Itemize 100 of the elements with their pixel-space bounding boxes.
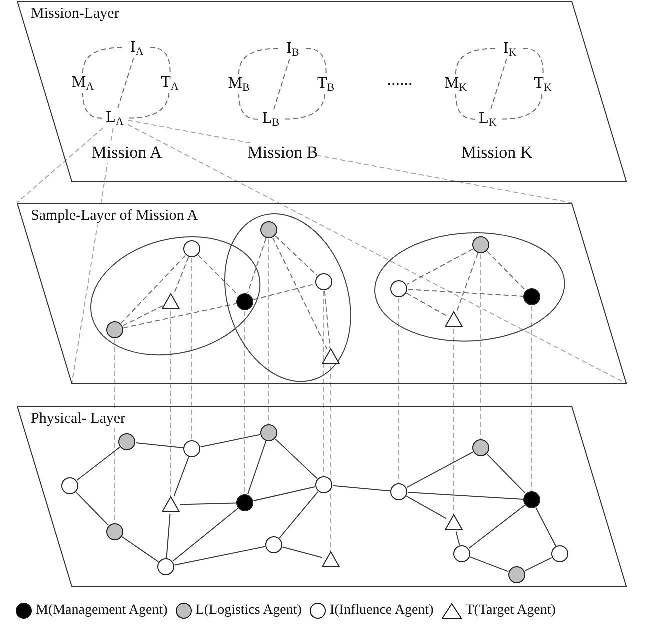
layer-plane (17, 406, 627, 587)
dashed-link (150, 47, 171, 74)
agent-triangle (445, 514, 463, 532)
dashed-link (500, 94, 543, 120)
role-label: M$_{B}$ (226, 74, 252, 94)
dashed-link (82, 47, 124, 74)
dashed-link (174, 256, 190, 294)
link-line (200, 434, 261, 448)
link-line (275, 438, 318, 480)
dashed-link (253, 284, 316, 300)
link-line (456, 531, 460, 546)
group-ellipse (374, 232, 566, 342)
agent-circle (472, 439, 490, 457)
agent-circle (390, 280, 408, 298)
layer-title: Physical- Layer (31, 410, 126, 428)
dashed-link (272, 238, 328, 350)
dashed-link (406, 292, 447, 316)
role-label: T$_{B}$ (313, 74, 339, 94)
link-line (536, 508, 556, 546)
link-line (180, 502, 236, 506)
dashed-link (72, 128, 114, 384)
legend-text: M(Management Agent) (36, 603, 168, 619)
dashed-link (275, 236, 318, 276)
link-line (174, 546, 266, 566)
dashed-link (306, 48, 327, 74)
dashed-link (490, 58, 508, 110)
dashed-link (330, 366, 332, 552)
link-line (524, 557, 552, 572)
legend-text: T(Target Agent) (466, 603, 556, 619)
dashed-link (118, 58, 134, 108)
dashed-link (238, 94, 258, 120)
dashed-link (247, 238, 267, 294)
link-line (76, 492, 110, 526)
link-line (253, 486, 316, 502)
dashed-link (16, 128, 104, 204)
agent-triangle (444, 310, 463, 329)
dashed-link (238, 48, 280, 74)
dashed-link (120, 255, 186, 324)
agent-circle (236, 293, 254, 311)
link-line (172, 508, 238, 562)
legend-text: L(Logistics Agent) (196, 603, 302, 619)
dashed-link (456, 48, 498, 74)
link-line (76, 447, 120, 481)
role-label: L$_{A}$ (102, 108, 128, 128)
link-line (247, 441, 267, 495)
dashed-link (407, 289, 524, 297)
agent-circle (260, 220, 278, 239)
agent-circle (551, 545, 569, 563)
dashed-link (406, 248, 474, 286)
agent-circle (260, 424, 278, 442)
link-line (166, 513, 171, 559)
link-line (406, 496, 447, 520)
link-line (468, 505, 526, 549)
agent-circle (183, 440, 201, 458)
dashed-link (244, 310, 246, 494)
agent-circle (508, 566, 526, 584)
agent-circle (314, 272, 333, 291)
agent-circle (157, 558, 175, 576)
link-line (332, 485, 391, 492)
dashed-link (274, 58, 290, 110)
dashed-link (268, 238, 270, 424)
layer-title: Mission-Layer (31, 5, 120, 23)
dashed-link (456, 94, 476, 120)
mission-label: Mission A (92, 143, 162, 163)
agent-circle (236, 494, 254, 512)
dashed-link (284, 94, 326, 120)
agent-circle (523, 491, 541, 509)
dashed-link (198, 254, 240, 296)
dashed-link (122, 306, 164, 326)
link-line (406, 452, 474, 488)
agent-circle (390, 483, 408, 501)
dashed-link (123, 303, 237, 329)
agent-circle (522, 288, 541, 306)
role-label: I$_{B}$ (280, 39, 306, 59)
agent-circle (106, 320, 124, 339)
group-ellipse (224, 213, 352, 383)
agent-circle (106, 523, 124, 541)
agent-triangle (322, 348, 340, 366)
dashed-link (480, 254, 482, 440)
legend-text: I(Influence Agent) (330, 603, 434, 619)
role-label: L$_{K}$ (475, 109, 501, 129)
agent-circle (315, 476, 333, 494)
role-label: I$_{K}$ (497, 39, 523, 59)
agent-circle (118, 433, 136, 451)
dashed-link (170, 310, 172, 496)
link-line (486, 454, 526, 494)
agent-circle (182, 240, 201, 258)
layer-plane (17, 203, 627, 384)
role-label: T$_{A}$ (157, 73, 183, 93)
role-label: M$_{A}$ (70, 73, 96, 93)
role-label: M$_{K}$ (443, 74, 469, 94)
agent-triangle (162, 292, 180, 311)
link-line (279, 491, 319, 539)
link-line (135, 442, 184, 449)
link-line (174, 456, 190, 498)
link-line (122, 536, 160, 562)
dashed-link (398, 298, 400, 484)
link-line (407, 492, 524, 500)
layer-title: Sample-Layer of Mission A (31, 207, 198, 225)
agent-circle (61, 477, 79, 495)
